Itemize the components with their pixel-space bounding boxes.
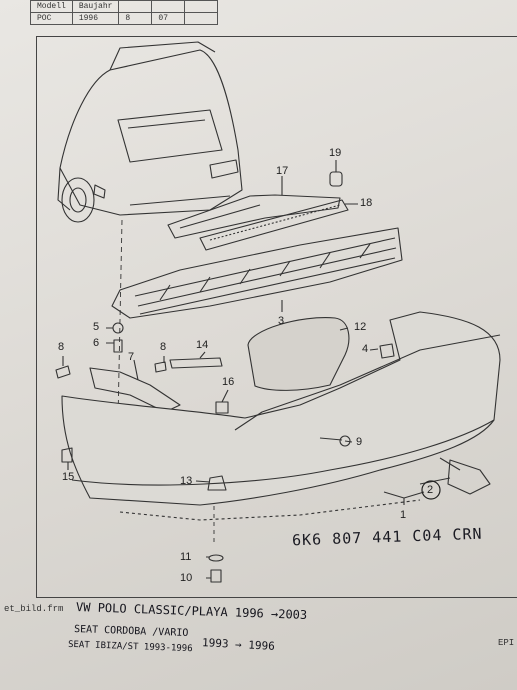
callout-10: 10 [180,572,193,584]
header-cell: POC [30,12,73,25]
header-cell [184,12,219,25]
bolt-19 [329,171,343,187]
guide-strip-14 [169,357,223,369]
car-rear-illustration [57,41,243,223]
header-cell: 1996 [71,12,120,25]
bumper-carrier-3 [111,227,403,319]
nut-5 [112,322,124,334]
callout-7: 7 [128,351,135,363]
pin-8-left [55,365,71,379]
screw-10 [210,569,222,583]
bolt-9 [319,435,351,447]
header-table: Modell Baujahr POC 1996 8 07 [30,0,219,25]
callout-17: 17 [276,165,289,177]
callout-2: 2 [427,484,434,496]
callout-6: 6 [93,337,100,349]
callout-18: 18 [360,197,373,209]
callout-8-left: 8 [58,341,65,353]
callout-9: 9 [356,436,363,448]
foam-pad-12 [247,317,350,391]
callout-3: 3 [278,315,285,327]
callout-15: 15 [62,471,75,483]
screw-6 [113,339,123,353]
washer-11 [208,554,224,562]
clip-16 [215,401,229,414]
clip-13 [207,475,227,491]
impact-absorber-18 [199,199,349,251]
clip-4 [379,343,395,359]
callout-8-right: 8 [160,341,167,353]
drawing-frame [36,36,517,598]
callout-11: 11 [180,551,192,563]
bumper-cover-1 [61,311,501,521]
callout-19: 19 [329,147,342,159]
callout-5: 5 [93,321,100,333]
footer-filename: et_bild.frm [4,604,64,614]
pin-8-right [154,361,167,373]
callout-13: 13 [180,475,193,487]
side-bracket-7 [89,367,181,413]
callout-4: 4 [362,343,369,355]
callout-14: 14 [196,339,209,351]
callout-16: 16 [222,376,235,388]
footer-right-label: EPI [498,638,515,648]
clip-15 [61,447,73,463]
bracket-17 [167,194,341,239]
callout-12: 12 [354,321,367,333]
callout-circle-2 [421,480,441,500]
callout-1: 1 [400,509,407,521]
